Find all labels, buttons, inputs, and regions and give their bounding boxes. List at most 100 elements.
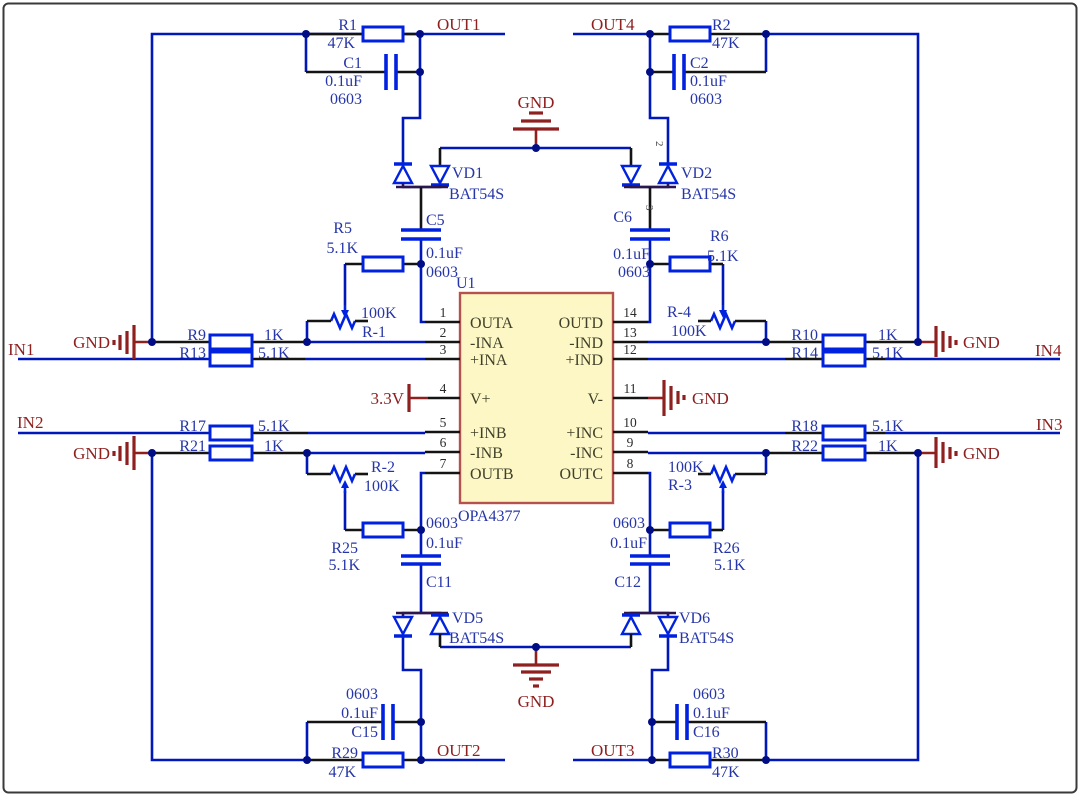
svg-text:2: 2 — [440, 325, 447, 340]
capacitor-C6[interactable]: C6 0.1uF 0603 — [613, 209, 670, 281]
svg-text:R-3: R-3 — [668, 477, 692, 494]
resistor-body[interactable] — [361, 751, 405, 769]
diode-triangle[interactable] — [620, 164, 642, 186]
svg-text:0.1uF: 0.1uF — [325, 73, 362, 90]
resistor-body[interactable] — [208, 350, 254, 368]
svg-text:8: 8 — [627, 456, 634, 471]
diode-VD2[interactable]: VD2 BAT54S 2 3 — [620, 141, 736, 230]
capacitor-C15[interactable]: 0603 0.1uF C15 — [307, 686, 421, 741]
svg-text:R30: R30 — [712, 745, 739, 762]
resistor-body[interactable] — [208, 333, 254, 351]
potentiometer-R-4[interactable]: R-4 100K — [667, 304, 766, 340]
resistor-body[interactable] — [821, 424, 867, 442]
svg-text:-INB: -INB — [470, 445, 503, 462]
potentiometer-R-1[interactable]: 100K R-1 — [307, 305, 397, 341]
potentiometer-R-2[interactable]: R-2 100K — [307, 459, 400, 495]
capacitor-C2[interactable]: C2 0.1uF 0603 — [650, 54, 766, 108]
diode-triangle[interactable] — [392, 615, 414, 637]
ground-symbol-bottom: GND — [513, 647, 559, 711]
svg-text:R18: R18 — [791, 418, 818, 435]
diode-pin-3: 3 — [643, 205, 655, 211]
svg-text:C5: C5 — [426, 212, 445, 229]
net-label-IN3: IN3 — [1036, 415, 1062, 434]
net-label-OUT2: OUT2 — [437, 741, 480, 760]
resistor-body[interactable] — [821, 350, 867, 368]
svg-text:47K: 47K — [328, 764, 356, 781]
diode-VD6[interactable]: VD6 BAT54S — [620, 610, 734, 647]
svg-text:1: 1 — [440, 305, 447, 320]
ic-U1[interactable]: U1 OPA4377 OUTA -INA +INA V+ +INB -INB O… — [425, 275, 648, 525]
resistor-R2[interactable]: R2 47K — [650, 17, 766, 52]
svg-text:R13: R13 — [179, 345, 206, 362]
resistor-body[interactable] — [668, 521, 712, 539]
svg-text:BAT54S: BAT54S — [449, 186, 504, 203]
svg-text:0.1uF: 0.1uF — [693, 705, 730, 722]
diode-triangle[interactable] — [657, 163, 679, 185]
pot-element[interactable] — [709, 310, 737, 332]
wire-out4-loop — [766, 32, 920, 342]
net-label-IN2: IN2 — [17, 413, 43, 432]
resistor-R21[interactable]: R21 1K — [152, 438, 307, 462]
power-3v3: 3.3V — [370, 384, 428, 412]
resistor-R5[interactable]: R5 5.1K — [326, 220, 421, 273]
resistor-body[interactable] — [668, 255, 712, 273]
svg-text:5.1K: 5.1K — [326, 240, 358, 257]
resistor-R18[interactable]: R18 5.1K — [785, 418, 904, 442]
pot-element[interactable] — [329, 463, 357, 485]
capacitor-C11[interactable]: 0603 0.1uF C11 — [401, 515, 463, 591]
resistor-R14[interactable]: R14 5.1K — [785, 345, 904, 368]
resistor-R30[interactable]: R30 47K — [652, 745, 766, 781]
resistor-R1[interactable]: R1 47K — [306, 17, 420, 52]
net-label-3v3: 3.3V — [370, 389, 404, 408]
diode-triangle[interactable] — [620, 614, 642, 636]
resistor-R22[interactable]: R22 1K — [766, 438, 918, 462]
pot-element[interactable] — [329, 310, 357, 332]
resistor-R29[interactable]: R29 47K — [307, 745, 421, 781]
resistor-body[interactable] — [361, 521, 405, 539]
ground-symbol-in1: GND — [73, 325, 152, 359]
resistor-body[interactable] — [668, 25, 712, 43]
diode-triangle[interactable] — [392, 163, 414, 185]
resistor-body[interactable] — [821, 444, 867, 462]
diode-triangle[interactable] — [429, 164, 451, 186]
resistor-body[interactable] — [361, 255, 405, 273]
capacitor-C12[interactable]: 0603 0.1uF C12 — [610, 515, 670, 591]
resistor-R17[interactable]: R17 5.1K — [179, 418, 308, 442]
resistor-body[interactable] — [208, 424, 254, 442]
diode-VD1[interactable]: VD1 BAT54S — [392, 148, 504, 230]
svg-text:100K: 100K — [668, 459, 704, 476]
svg-text:VD1: VD1 — [452, 165, 483, 182]
svg-text:V+: V+ — [470, 391, 491, 408]
resistor-body[interactable] — [361, 25, 405, 43]
svg-text:1K: 1K — [264, 327, 284, 344]
wires — [18, 32, 1060, 762]
potentiometer-R-3[interactable]: 100K R-3 — [668, 459, 766, 494]
diode-VD5[interactable]: VD5 BAT54S — [392, 610, 504, 647]
diode-triangle[interactable] — [429, 614, 451, 636]
resistor-R9[interactable]: R9 1K — [152, 327, 307, 351]
pot-element[interactable] — [709, 463, 737, 485]
capacitor-C1[interactable]: C1 0.1uF 0603 — [306, 54, 420, 108]
svg-text:-INC: -INC — [570, 445, 603, 462]
wire-pin1 — [419, 239, 425, 324]
resistor-R10[interactable]: R10 1K — [766, 327, 918, 351]
resistor-R6[interactable]: R6 5.1K — [650, 228, 739, 273]
resistor-R25[interactable]: R25 5.1K — [328, 521, 421, 574]
svg-text:OUTD: OUTD — [559, 315, 603, 332]
gnd-label: GND — [518, 93, 555, 112]
svg-text:0603: 0603 — [346, 686, 378, 703]
resistor-body[interactable] — [821, 333, 867, 351]
svg-text:5.1K: 5.1K — [328, 557, 360, 574]
capacitor-C5[interactable]: C5 0.1uF 0603 — [401, 212, 463, 281]
svg-text:100K: 100K — [671, 323, 707, 340]
ic-body[interactable] — [458, 291, 615, 505]
svg-text:14: 14 — [623, 305, 637, 320]
diode-triangle[interactable] — [657, 615, 679, 637]
resistor-body[interactable] — [208, 444, 254, 462]
resistor-body[interactable] — [668, 751, 712, 769]
svg-text:0.1uF: 0.1uF — [341, 705, 378, 722]
resistor-R13[interactable]: R13 5.1K — [179, 345, 305, 368]
resistor-R26[interactable]: R26 5.1K — [650, 521, 746, 574]
capacitor-C16[interactable]: 0603 0.1uF C16 — [652, 686, 766, 741]
svg-text:+INA: +INA — [470, 352, 508, 369]
